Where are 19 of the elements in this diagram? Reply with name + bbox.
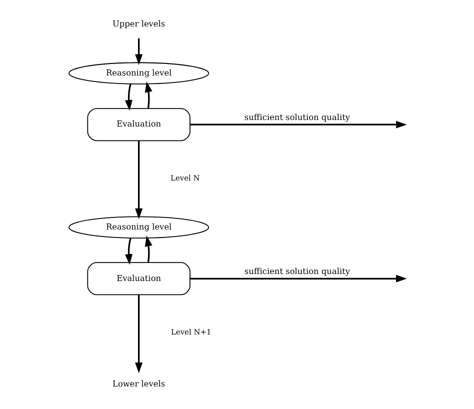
arrow bbox=[135, 38, 143, 66]
arrow bbox=[124, 84, 132, 111]
arrow bbox=[135, 140, 143, 220]
label: Level N+1 bbox=[170, 328, 212, 337]
arrow bbox=[124, 238, 132, 265]
arrow bbox=[144, 81, 152, 108]
node-box: Evaluation bbox=[87, 108, 190, 142]
node-ellipse: Reasoning level bbox=[68, 62, 210, 84]
arrow bbox=[144, 236, 152, 263]
label: Level N bbox=[170, 174, 200, 183]
arrow bbox=[135, 294, 143, 374]
node-text: Lower levels bbox=[112, 378, 166, 388]
node-ellipse: Reasoning level bbox=[68, 216, 210, 239]
arrow bbox=[190, 120, 407, 128]
node-box: Evaluation bbox=[87, 262, 190, 296]
edge-label: sufficient solution quality bbox=[244, 112, 350, 122]
arrow bbox=[190, 274, 407, 282]
node-text: Upper levels bbox=[112, 18, 166, 29]
edge-label: sufficient solution quality bbox=[244, 266, 350, 276]
